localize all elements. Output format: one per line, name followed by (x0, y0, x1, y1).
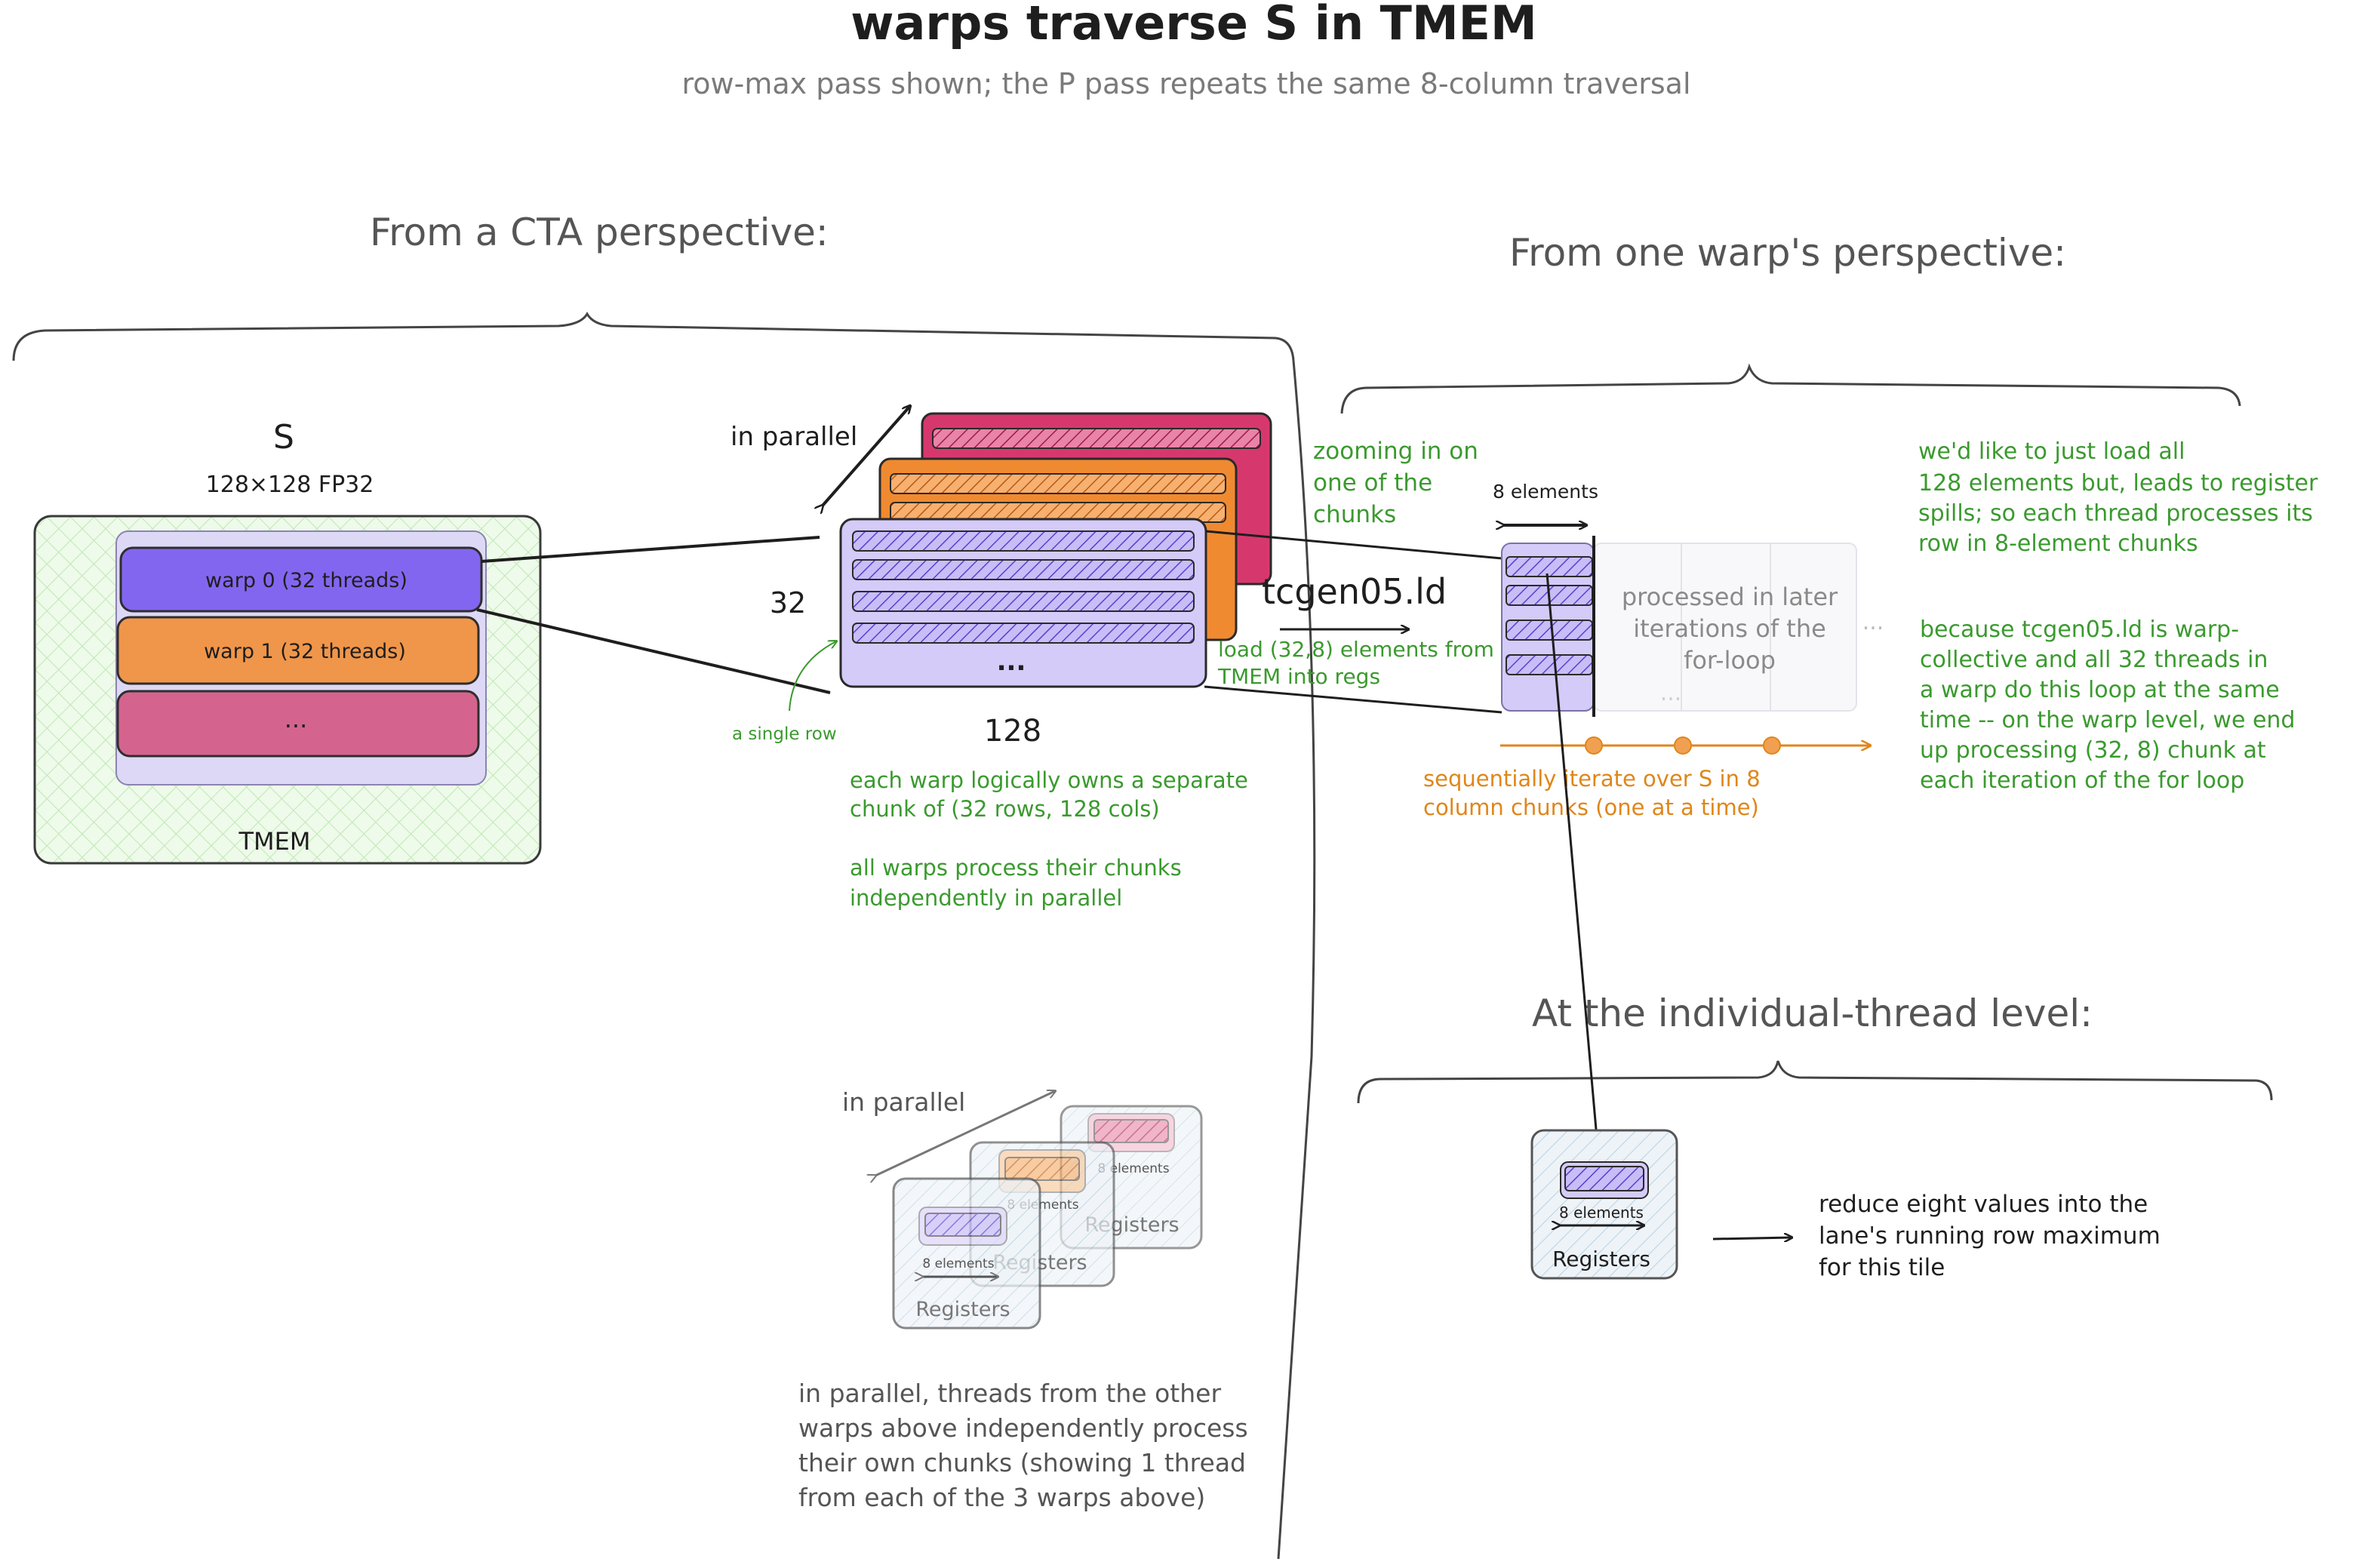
warp-0-chunk (119, 546, 483, 613)
chunk-ellipsis: ... (997, 647, 1026, 677)
chunk-note-4: independently in parallel (850, 885, 1122, 911)
reduce-arrow (1712, 1237, 1792, 1239)
later-note-2: iterations of the (1633, 614, 1826, 643)
warp-zoom-line-bottom (1204, 685, 1502, 714)
zoom-line-bottom (476, 608, 831, 694)
threads-note-1: in parallel, threads from the other (798, 1379, 1221, 1408)
warp-ellipsis-bottom: ... (1660, 680, 1682, 706)
cta-heading: From a CTA perspective: (370, 211, 829, 254)
warp-0-label: warp 0 (32 threads) (205, 569, 408, 592)
load-desc-1: load (32,8) elements from (1218, 637, 1494, 662)
thread-registers-label: Registers (1552, 1247, 1650, 1271)
iteration-dot-1 (1585, 736, 1603, 755)
parallel-arrow-top (823, 406, 910, 506)
chunk-stack-purple (839, 518, 1207, 688)
tensor-name: S (273, 418, 294, 457)
cols-dim-label: 128 (984, 714, 1041, 749)
load-desc-2: TMEM into regs (1217, 664, 1380, 689)
purple-card-registers: Registers (915, 1298, 1010, 1321)
load-op-name: tcgen05.ld (1262, 571, 1447, 612)
purple-card-elements: 8 elements (922, 1256, 994, 1271)
later-note-1: processed in later (1622, 583, 1838, 611)
thread-eight-elements: 8 elements (1559, 1204, 1644, 1222)
spill-note-1: we'd like to just load all (1918, 438, 2185, 465)
diagram-title: warps traverse S in TMEM (850, 0, 1536, 51)
threads-parallel-arrow (875, 1091, 1055, 1176)
collective-note-6: each iteration of the for loop (1920, 767, 2244, 794)
chunk-note-2: chunk of (32 rows, 128 cols) (850, 796, 1160, 822)
warp-ellipsis-right: ... (1862, 609, 1884, 635)
to-thread-arrow (1546, 573, 1597, 1138)
threads-note-2: warps above independently process (798, 1413, 1248, 1443)
zoom-line-top (481, 536, 820, 563)
warp-current-chunk (1501, 536, 1595, 717)
zoom-note-2: one of the (1313, 469, 1432, 497)
later-note-3: for-loop (1684, 646, 1776, 675)
spill-note-2: 128 elements but, leads to register (1918, 470, 2318, 497)
cta-brace (12, 311, 1295, 361)
spill-note-3: spills; so each thread processes its (1918, 500, 2313, 527)
collective-note-3: a warp do this loop at the same (1920, 677, 2280, 703)
collective-note-1: because tcgen05.ld is warp- (1920, 616, 2239, 643)
section-divider (1277, 360, 1316, 1560)
warp-1-label: warp 1 (32 threads) (204, 640, 406, 663)
threads-note-4: from each of the 3 warps above) (798, 1483, 1205, 1512)
iteration-dot-2 (1674, 736, 1692, 755)
collective-note-5: up processing (32, 8) chunk at (1920, 737, 2266, 764)
zoom-note-3: chunks (1313, 501, 1396, 528)
zoom-note-1: zooming in on (1313, 438, 1478, 465)
diagram-subtitle: row-max pass shown; the P pass repeats t… (682, 67, 1691, 100)
thread-card-purple (892, 1177, 1041, 1330)
spill-note-4: row in 8-element chunks (1918, 530, 2198, 557)
thread-registers-card (1530, 1129, 1678, 1280)
warp-n-chunk (116, 690, 480, 758)
thread-brace (1357, 1060, 2273, 1104)
iterate-note-1: sequentially iterate over S in 8 (1423, 766, 1761, 792)
warp-eight-elements: 8 elements (1493, 481, 1598, 503)
reduce-note-3: for this tile (1819, 1254, 1945, 1281)
reduce-note-1: reduce eight values into the (1819, 1191, 2148, 1218)
iteration-dot-3 (1763, 736, 1781, 755)
chunk-note-1: each warp logically owns a separate (850, 767, 1248, 793)
warp-brace (1340, 363, 2241, 414)
in-parallel-label: in parallel (730, 422, 857, 452)
reduce-note-2: lane's running row maximum (1819, 1222, 2161, 1250)
warp-heading: From one warp's perspective: (1509, 231, 2066, 275)
single-row-label: a single row (732, 724, 837, 744)
pink-card-elements: 8 elements (1097, 1161, 1169, 1176)
chunk-note-3: all warps process their chunks (850, 855, 1182, 881)
tmem-label: TMEM (238, 827, 311, 856)
threads-in-parallel-label: in parallel (842, 1087, 965, 1117)
warp-n-label: ... (285, 705, 308, 733)
collective-note-2: collective and all 32 threads in (1920, 647, 2268, 673)
collective-note-4: time -- on the warp level, we end (1920, 707, 2295, 733)
warp-1-chunk (116, 616, 480, 685)
rows-dim-label: 32 (770, 586, 806, 620)
tensor-shape: 128×128 FP32 (206, 472, 374, 498)
thread-heading: At the individual-thread level: (1532, 992, 2093, 1035)
single-row-pointer (789, 641, 836, 712)
warp-zoom-line-top (1205, 530, 1502, 560)
iterate-note-2: column chunks (one at a time) (1423, 795, 1759, 820)
threads-note-3: their own chunks (showing 1 thread (798, 1448, 1246, 1477)
